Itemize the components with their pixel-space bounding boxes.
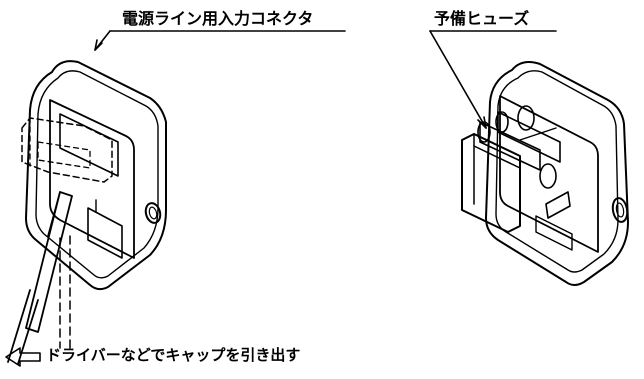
right-connector-drawing: [429, 30, 629, 286]
spare-fuses: [477, 105, 561, 189]
mounting-hole-right: [611, 197, 629, 223]
flange-edge-left: [35, 70, 159, 279]
flange-outer-right: [485, 61, 629, 286]
label-spare-fuse: 予備ヒューズ: [434, 9, 530, 28]
leader-arrowhead-left: [94, 39, 103, 51]
label-power-inlet-connector: 電源ライン用入力コネクタ: [122, 9, 314, 28]
screwdriver-blade: [25, 191, 73, 333]
socket-hole-right: [535, 215, 573, 251]
pulled-cap-dashed: [21, 117, 113, 183]
connector-body-left: [49, 99, 135, 259]
left-connector-drawing: [7, 30, 346, 365]
fuse-cap-right: [461, 133, 521, 233]
flange-edge-right: [495, 70, 619, 273]
screwdriver-shaft: [7, 289, 31, 363]
connector-body-right: [499, 95, 599, 253]
leader-line-right: [429, 30, 487, 129]
fuse-tab-right: [545, 191, 571, 219]
label-instruction: ドライバーなどでキャップを引き出す: [46, 346, 301, 364]
hollow-left-arrow-icon: [5, 347, 41, 367]
socket-hole-left: [87, 207, 123, 259]
flange-outer-left: [25, 60, 167, 291]
mounting-hole-left: [144, 202, 162, 224]
